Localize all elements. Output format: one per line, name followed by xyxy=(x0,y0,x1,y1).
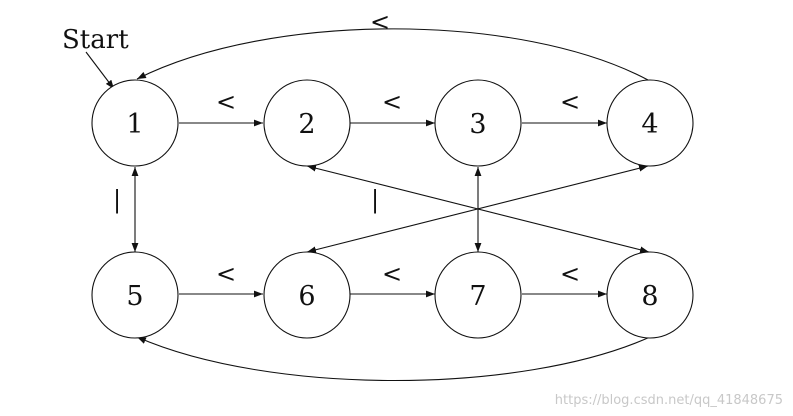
edge-label-1-2: < xyxy=(216,88,236,116)
node-8-label: 8 xyxy=(641,281,658,312)
edge-label-5-6: < xyxy=(216,260,236,288)
edge-label-4-6: | xyxy=(371,186,379,215)
node-5-label: 5 xyxy=(126,281,143,312)
node-2-label: 2 xyxy=(298,109,315,140)
node-8: 8 xyxy=(606,251,694,339)
node-3: 3 xyxy=(434,79,522,167)
edge-8-5 xyxy=(136,336,651,382)
node-1-label: 1 xyxy=(126,109,143,140)
start-label: Start xyxy=(62,25,129,55)
node-6: 6 xyxy=(263,251,351,339)
node-2: 2 xyxy=(263,79,351,167)
edge-label-3-4: < xyxy=(560,88,580,116)
edge-labels: < < < < < < < | | xyxy=(113,8,580,288)
node-7-label: 7 xyxy=(469,281,486,312)
node-4: 4 xyxy=(606,79,694,167)
edge-2-8 xyxy=(306,164,650,254)
edge-label-7-8: < xyxy=(560,260,580,288)
edge-label-6-7: < xyxy=(382,260,402,288)
node-4-label: 4 xyxy=(641,109,658,140)
watermark-text: https://blog.csdn.net/qq_41848675 xyxy=(555,393,783,408)
edges xyxy=(85,28,651,382)
edge-label-2-3: < xyxy=(382,88,402,116)
node-7: 7 xyxy=(434,251,522,339)
edge-4-1 xyxy=(136,28,649,81)
node-3-label: 3 xyxy=(469,109,486,140)
node-5: 5 xyxy=(91,251,179,339)
edge-label-4-1: < xyxy=(370,8,390,36)
nodes: 1 2 3 4 5 6 7 8 xyxy=(91,79,694,339)
node-6-label: 6 xyxy=(298,281,315,312)
edge-label-1-5: | xyxy=(113,186,121,215)
start-arrow xyxy=(85,51,115,90)
node-1: 1 xyxy=(91,79,179,167)
